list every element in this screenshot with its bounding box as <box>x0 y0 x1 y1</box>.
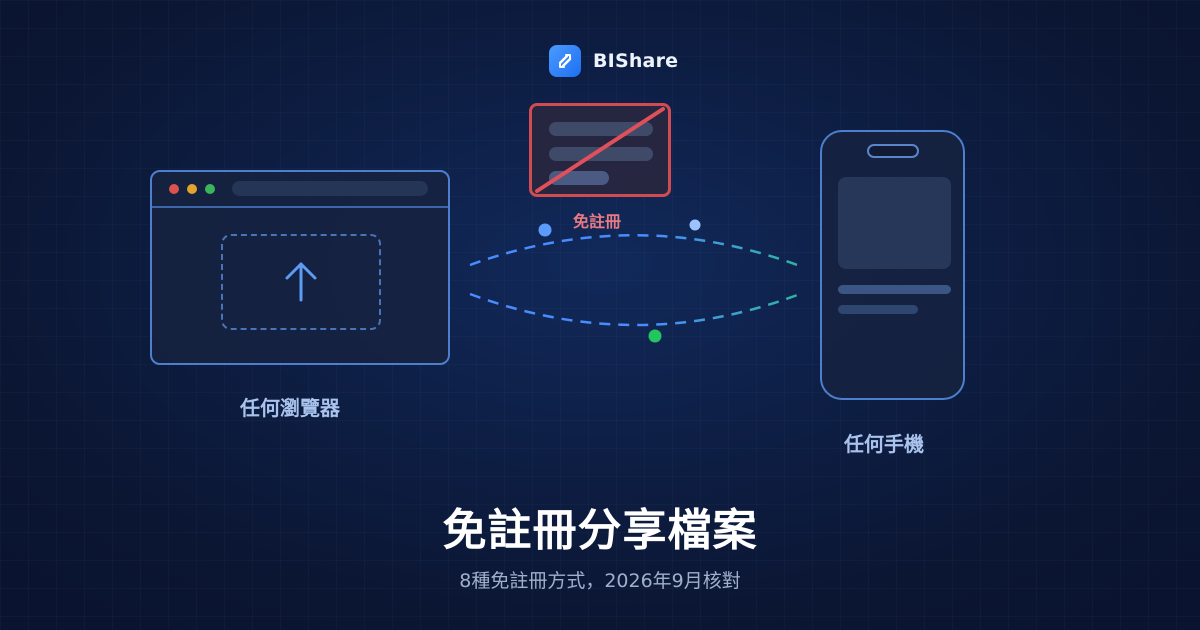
close-dot <box>169 184 179 194</box>
url-bar <box>232 181 428 196</box>
browser-window-illustration <box>150 170 450 365</box>
brand: BIShare <box>549 45 678 77</box>
no-signup-label: 免註冊 <box>573 212 622 231</box>
browser-label: 任何瀏覽器 <box>240 396 340 420</box>
upload-dropzone <box>221 234 381 330</box>
form-line <box>549 147 653 161</box>
brand-name: BIShare <box>593 50 679 72</box>
link-icon <box>549 45 581 77</box>
packet-dot <box>689 219 701 231</box>
phone-notch <box>867 144 919 158</box>
slash-icon <box>535 107 665 193</box>
packet-dot <box>648 329 662 343</box>
lower-wave <box>469 292 801 327</box>
arrow-up-icon <box>285 262 317 302</box>
phone-label: 任何手機 <box>844 432 924 456</box>
phone-illustration <box>820 130 965 400</box>
upper-wave <box>469 234 801 268</box>
page-title: 免註冊分享檔案 <box>442 505 758 556</box>
phone-screen-card <box>838 177 951 269</box>
phone-line <box>838 285 951 294</box>
slashed-form-icon <box>529 103 671 197</box>
browser-titlebar <box>152 172 448 208</box>
packet-dot <box>538 223 552 237</box>
phone-line <box>838 305 918 314</box>
maximize-dot <box>205 184 215 194</box>
minimize-dot <box>187 184 197 194</box>
page-subtitle: 8種免註冊方式，2026年9月核對 <box>459 570 741 592</box>
